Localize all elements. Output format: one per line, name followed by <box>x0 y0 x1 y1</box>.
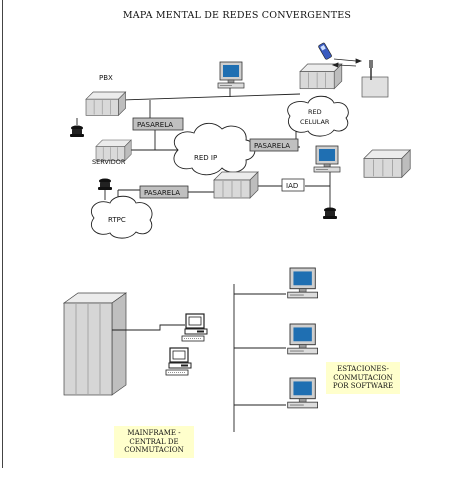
mainframe-icon <box>62 292 128 396</box>
page-title: MAPA MENTAL DE REDES CONVERGENTES <box>122 10 352 21</box>
wireless-signal-arrows <box>331 58 363 68</box>
pasarela-label-1: PASARELA <box>137 121 173 129</box>
pasarela-box-2: PASARELA <box>249 138 299 152</box>
station-computer-1 <box>287 267 319 299</box>
red-celular-cloud: RED CELULAR <box>287 95 349 137</box>
mainframe-note: MAINFRAME - CENTRAL DE CONMUTACION <box>114 426 194 458</box>
pasarela-box-3: PASARELA <box>139 185 189 199</box>
mainframe-links <box>112 324 185 331</box>
server-center-icon <box>213 171 259 199</box>
pasarela-box-1: PASARELA <box>132 117 184 131</box>
red-celular-label-2: CELULAR <box>300 118 330 126</box>
estaciones-note-line-1: ESTACIONES- <box>337 365 389 373</box>
pasarela-label-3: PASARELA <box>144 189 180 197</box>
stations-links <box>233 284 286 432</box>
telephone-icon <box>70 125 84 137</box>
server-right-icon <box>363 149 411 178</box>
rtpc-label: RTPC <box>108 216 126 224</box>
red-ip-cloud: RED IP <box>173 122 256 176</box>
servidor-label: SERVIDOR <box>92 158 126 166</box>
computer-icon <box>217 61 245 89</box>
mainframe-note-line-1: MAINFRAME - <box>127 429 181 437</box>
terminal-icon-2 <box>165 347 192 376</box>
iad-box: IAD <box>281 178 305 192</box>
iad-label: IAD <box>286 182 298 190</box>
estaciones-note-line-2: CONMUTACION <box>333 373 393 382</box>
network-links <box>76 88 331 210</box>
telephone-icon-3 <box>98 178 112 190</box>
cell-tower-icon <box>361 60 389 98</box>
mainframe-note-line-2: CENTRAL DE <box>129 437 179 446</box>
telephone-icon-2 <box>323 207 337 219</box>
station-computer-2 <box>287 323 319 355</box>
pbx-label: PBX <box>99 74 113 82</box>
red-ip-label: RED IP <box>194 154 217 162</box>
pbx-server-icon <box>85 91 126 116</box>
terminal-icon-1 <box>181 313 208 342</box>
page-left-border <box>2 0 3 468</box>
estaciones-note-line-3: POR SOFTWARE <box>332 382 394 390</box>
rtpc-cloud: RTPC <box>90 195 153 239</box>
mainframe-note-line-3: CONMUTACION <box>124 446 184 454</box>
computer-icon-2 <box>313 145 341 173</box>
station-computer-3 <box>287 377 319 409</box>
cellular-server-icon <box>299 63 343 90</box>
pasarela-label-2: PASARELA <box>254 142 290 150</box>
red-celular-label-1: RED <box>308 108 322 116</box>
mobile-phone-icon <box>318 42 332 60</box>
estaciones-note: ESTACIONES- CONMUTACION POR SOFTWARE <box>326 362 400 394</box>
